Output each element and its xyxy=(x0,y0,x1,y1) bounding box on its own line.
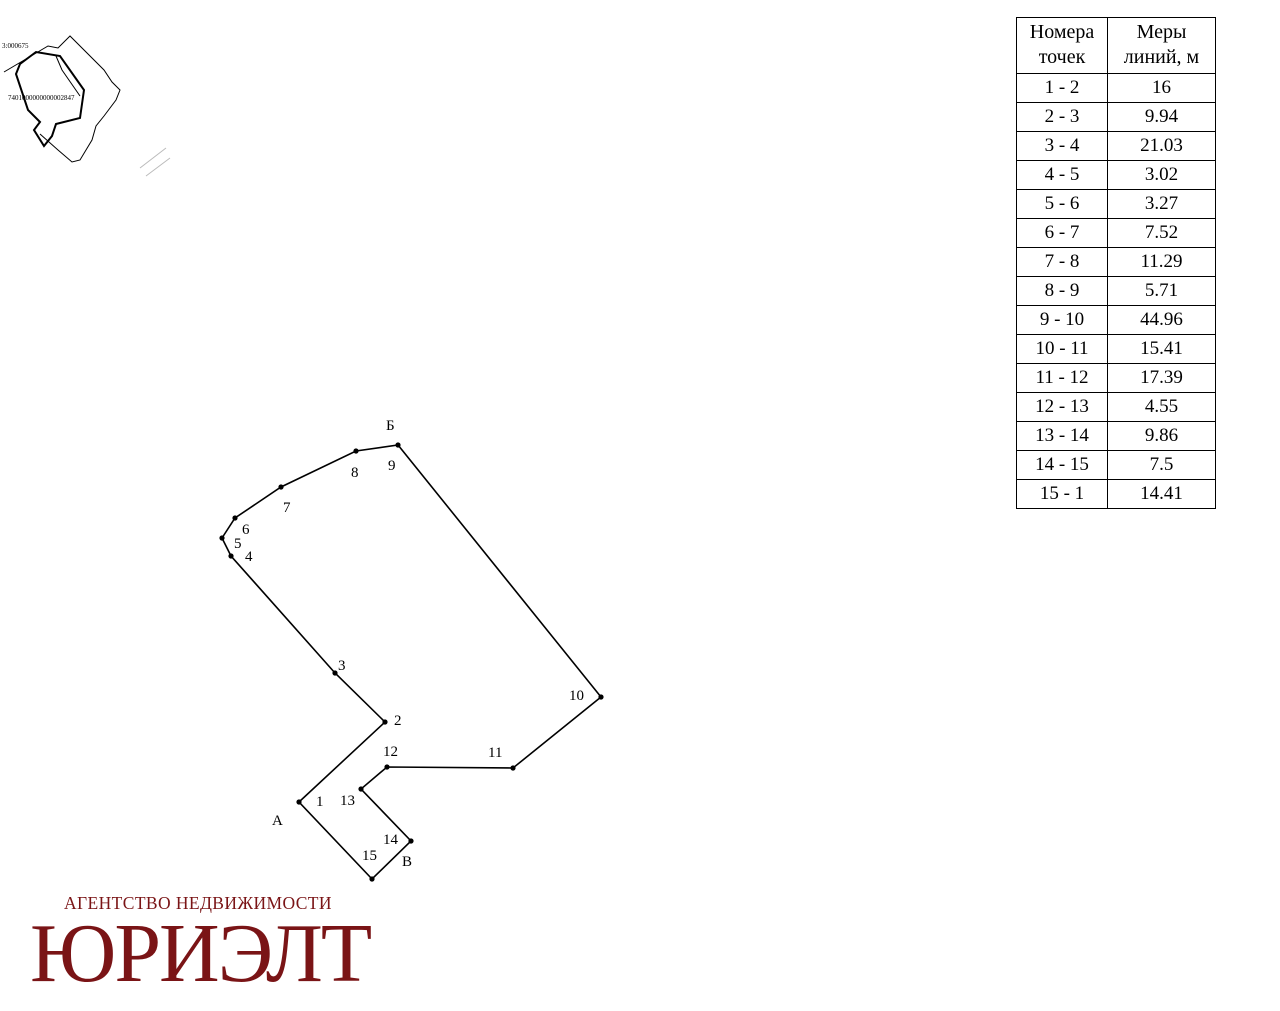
inset-parcel-label-top: 3:000675 xyxy=(2,42,29,50)
vertex-11 xyxy=(510,765,516,771)
vertex-9 xyxy=(395,442,401,448)
vertex-7 xyxy=(278,484,284,490)
segment-length: 14.41 xyxy=(1107,479,1216,509)
agency-logo-name: ЮРИЭЛТ xyxy=(30,907,372,1000)
inset-hatch xyxy=(139,147,171,177)
segment-points: 4 - 5 xyxy=(1016,160,1108,190)
vertex-2 xyxy=(382,719,388,725)
point-label-10: 10 xyxy=(569,688,584,704)
segment-length: 21.03 xyxy=(1107,131,1216,161)
segment-length: 3.02 xyxy=(1107,160,1216,190)
segment-points: 12 - 13 xyxy=(1016,392,1108,422)
vertex-12 xyxy=(384,764,390,770)
vertex-14 xyxy=(408,838,414,844)
segment-points: 7 - 8 xyxy=(1016,247,1108,277)
point-label-15: 15 xyxy=(362,848,377,864)
point-label-4: 4 xyxy=(245,549,253,565)
segment-points: 2 - 3 xyxy=(1016,102,1108,132)
vertex-6 xyxy=(232,515,238,521)
point-label-7: 7 xyxy=(283,500,291,516)
agency-tagline: АГЕНТСТВО НЕДВИЖИМОСТИ xyxy=(64,893,332,913)
segment-points: 6 - 7 xyxy=(1016,218,1108,248)
corner-label-b: Б xyxy=(386,418,395,434)
segment-length: 11.29 xyxy=(1107,247,1216,277)
segment-length: 7.52 xyxy=(1107,218,1216,248)
vertex-1 xyxy=(296,799,302,805)
point-label-1: 1 xyxy=(316,794,324,810)
segment-points: 15 - 1 xyxy=(1016,479,1108,509)
segment-points: 8 - 9 xyxy=(1016,276,1108,306)
header-line-lengths: Меры линий, м xyxy=(1107,17,1216,74)
point-label-14: 14 xyxy=(383,832,399,848)
point-label-11: 11 xyxy=(488,745,502,761)
segment-length: 7.5 xyxy=(1107,450,1216,480)
segment-points: 10 - 11 xyxy=(1016,334,1108,364)
point-label-12: 12 xyxy=(383,744,398,760)
vertex-5 xyxy=(219,535,225,541)
segment-length: 3.27 xyxy=(1107,189,1216,219)
vertex-8 xyxy=(353,448,359,454)
point-label-13: 13 xyxy=(340,793,355,809)
point-label-3: 3 xyxy=(338,658,346,674)
inset-location-map xyxy=(3,35,171,177)
table-header-row: Номера точек Меры линий, м xyxy=(1016,17,1216,74)
header-point-numbers: Номера точек xyxy=(1016,17,1108,74)
segment-length: 4.55 xyxy=(1107,392,1216,422)
corner-label-a: А xyxy=(272,813,283,829)
segment-length: 16 xyxy=(1107,73,1216,103)
inset-parcel-division xyxy=(55,55,81,97)
segment-length: 5.71 xyxy=(1107,276,1216,306)
point-label-9: 9 xyxy=(388,458,396,474)
point-label-6: 6 xyxy=(242,522,250,538)
vertex-10 xyxy=(598,694,604,700)
point-label-5: 5 xyxy=(234,536,242,552)
inset-neighbor-outline xyxy=(3,35,121,163)
vertex-15 xyxy=(369,876,375,882)
boundary-vertices xyxy=(219,442,604,882)
segment-length: 9.94 xyxy=(1107,102,1216,132)
segment-points: 14 - 15 xyxy=(1016,450,1108,480)
segment-length: 15.41 xyxy=(1107,334,1216,364)
point-label-8: 8 xyxy=(351,465,359,481)
segment-points: 9 - 10 xyxy=(1016,305,1108,335)
segment-length: 9.86 xyxy=(1107,421,1216,451)
segment-points: 3 - 4 xyxy=(1016,131,1108,161)
segment-points: 13 - 14 xyxy=(1016,421,1108,451)
vertex-3 xyxy=(332,670,338,676)
segment-length: 17.39 xyxy=(1107,363,1216,393)
inset-parcel-label-main: 7401000000000002847 xyxy=(8,94,75,102)
corner-label-v: В xyxy=(402,854,412,870)
parcel-boundary xyxy=(221,444,603,881)
vertex-13 xyxy=(358,786,364,792)
vertex-4 xyxy=(228,553,234,559)
vertex-labels: 1 2 3 4 5 6 7 8 9 10 11 12 13 14 15 xyxy=(234,458,584,864)
segment-length: 44.96 xyxy=(1107,305,1216,335)
segment-points: 1 - 2 xyxy=(1016,73,1108,103)
segment-points: 5 - 6 xyxy=(1016,189,1108,219)
point-label-2: 2 xyxy=(394,713,402,729)
segment-points: 11 - 12 xyxy=(1016,363,1108,393)
inset-parcel-outline xyxy=(14,50,86,148)
